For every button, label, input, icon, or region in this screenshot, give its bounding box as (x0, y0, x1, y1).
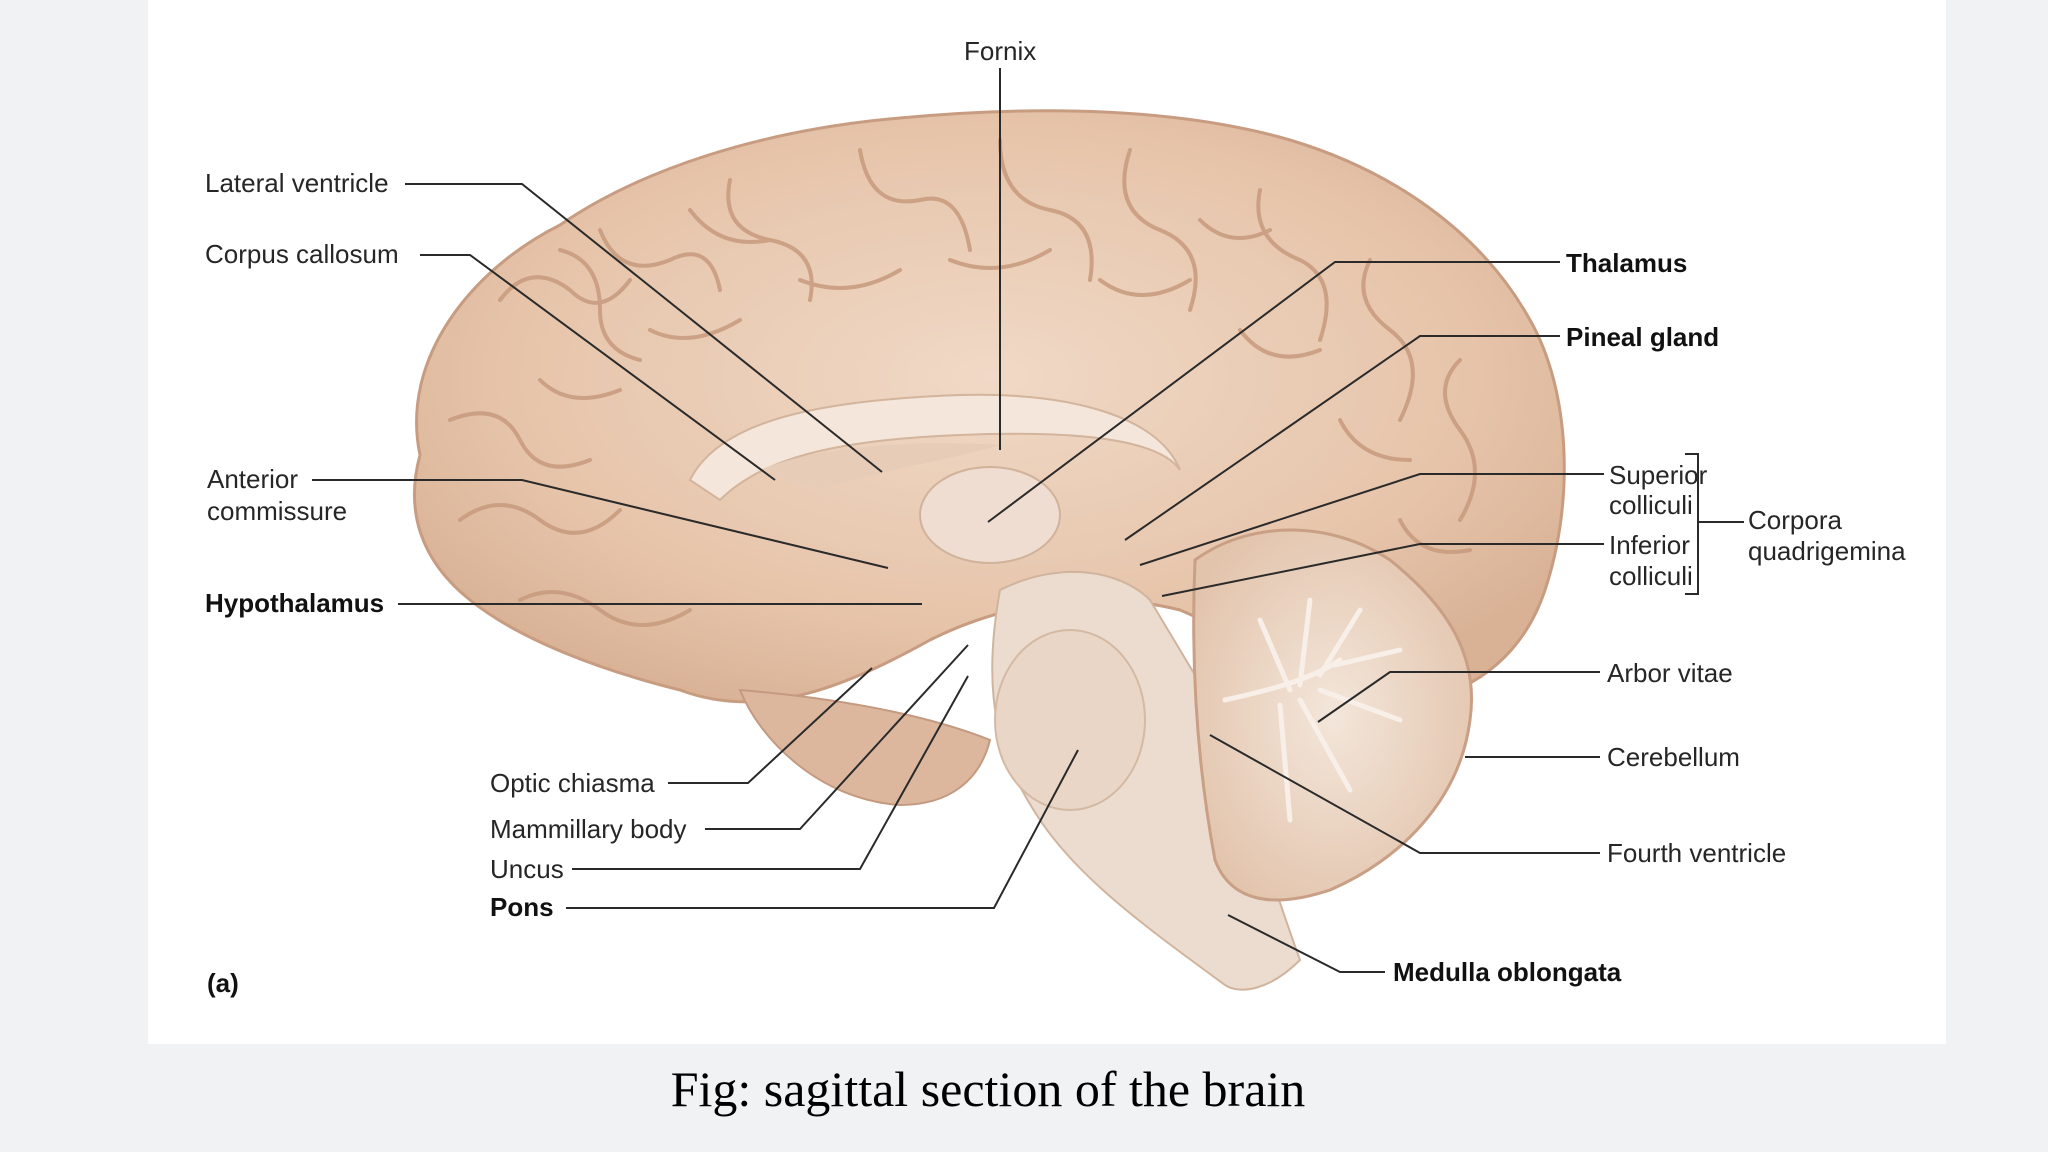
leader-lines (312, 68, 1744, 973)
temporal-lobe (738, 688, 992, 807)
corpus-callosum-shape (688, 393, 1181, 502)
label-inferior-colliculi: Inferior (1609, 530, 1690, 560)
label-superior-colliculi-2: colliculi (1609, 490, 1693, 520)
label-corpus-callosum: Corpus callosum (205, 239, 399, 269)
leader-medulla-oblongata (1227, 914, 1385, 973)
leader-lateral-ventricle (405, 183, 883, 473)
leader-arbor-vitae (1317, 671, 1600, 723)
label-thalamus: Thalamus (1566, 248, 1687, 278)
label-corpora-quadrigemina-2: quadrigemina (1748, 536, 1906, 566)
figure-caption: Fig: sagittal section of the brain (670, 1061, 1306, 1117)
label-pineal-gland: Pineal gland (1566, 322, 1719, 352)
label-anterior-commissure: Anterior (207, 464, 298, 494)
label-inferior-colliculi-2: colliculi (1609, 561, 1693, 591)
label-arbor-vitae: Arbor vitae (1607, 658, 1733, 688)
label-hypothalamus: Hypothalamus (205, 588, 384, 618)
lateral-ventricle-shape (760, 443, 1000, 490)
panel-letter: (a) (207, 968, 239, 998)
leader-uncus (572, 675, 969, 870)
leader-pineal-gland (1124, 335, 1560, 541)
label-superior-colliculi: Superior (1609, 460, 1708, 490)
leader-pons (566, 749, 1079, 909)
leader-fourth-ventricle (1209, 734, 1600, 854)
gyri-pattern (448, 138, 1477, 627)
thalamus-shape (919, 466, 1061, 564)
leader-corpus-callosum (420, 254, 776, 481)
label-fornix: Fornix (964, 36, 1036, 66)
leader-inferior-colliculi (1161, 543, 1604, 597)
leader-optic-chiasma (668, 667, 873, 784)
leader-superior-colliculi (1139, 473, 1604, 566)
label-corpora-quadrigemina: Corpora (1748, 505, 1842, 535)
bracket-corpora-quadrigemina (1685, 453, 1699, 595)
label-cerebellum: Cerebellum (1607, 742, 1740, 772)
label-optic-chiasma: Optic chiasma (490, 768, 655, 798)
label-pons: Pons (490, 892, 554, 922)
label-mammillary-body: Mammillary body (490, 814, 687, 844)
leader-anterior-commissure (312, 479, 889, 569)
leader-thalamus (987, 261, 1560, 523)
pons-shape (994, 629, 1146, 811)
label-lateral-ventricle: Lateral ventricle (205, 168, 389, 198)
leader-mammillary-body (705, 644, 969, 830)
arbor-vitae-shape (1222, 597, 1403, 823)
label-medulla-oblongata: Medulla oblongata (1393, 957, 1622, 987)
label-anterior-commissure-2: commissure (207, 496, 347, 526)
label-uncus: Uncus (490, 854, 564, 884)
label-fourth-ventricle: Fourth ventricle (1607, 838, 1786, 868)
